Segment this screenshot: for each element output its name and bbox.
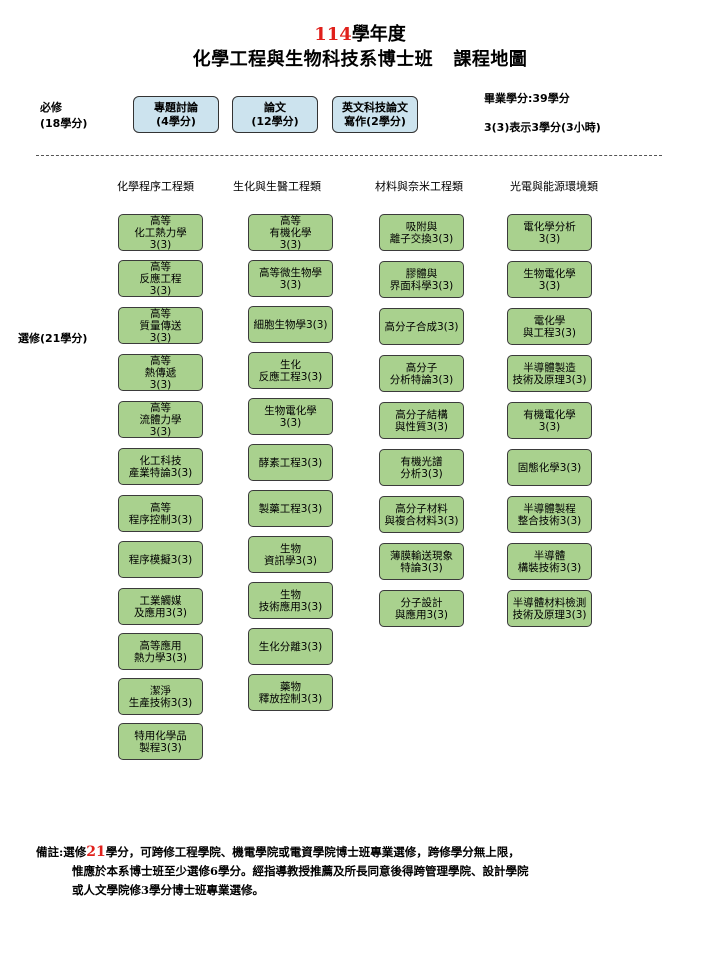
- category-header-materials: 材料與奈米工程類: [375, 180, 463, 193]
- footnote-line-1: 備註:選修21學分，可跨修工程學院、機電學院或電資學院博士班專業選修，跨修學分無…: [36, 843, 716, 862]
- section-divider: [36, 155, 662, 156]
- year-number: 114: [314, 24, 352, 45]
- footnote-line-2: 惟應於本系博士班至少選修6學分。經指導教授推薦及所長同意後得跨管理學院、設計學院: [72, 864, 529, 878]
- course-column-biochem: 高等 有機化學 3(3) 高等微生物學 3(3) 細胞生物學3(3) 生化 反應…: [248, 214, 333, 711]
- course-box[interactable]: 高等 反應工程 3(3): [118, 260, 203, 297]
- course-box[interactable]: 高等 有機化學 3(3): [248, 214, 333, 251]
- course-box[interactable]: 生物電化學 3(3): [507, 261, 592, 298]
- course-box[interactable]: 生化分離3(3): [248, 628, 333, 665]
- course-box[interactable]: 固態化學3(3): [507, 449, 592, 486]
- course-box[interactable]: 特用化學品 製程3(3): [118, 723, 203, 760]
- course-box[interactable]: 高分子材料 與複合材料3(3): [379, 496, 464, 533]
- footnote-line-3: 或人文學院修3學分博士班專業選修。: [72, 883, 264, 897]
- course-box[interactable]: 高等應用 熱力學3(3): [118, 633, 203, 670]
- course-box[interactable]: 高分子合成3(3): [379, 308, 464, 345]
- course-box[interactable]: 高等 流體力學 3(3): [118, 401, 203, 438]
- category-header-process: 化學程序工程類: [117, 180, 194, 193]
- course-box[interactable]: 高分子結構 與性質3(3): [379, 402, 464, 439]
- course-box[interactable]: 高等 質量傳送 3(3): [118, 307, 203, 344]
- required-credits: (18學分): [40, 117, 88, 130]
- course-box[interactable]: 半導體製造 技術及原理3(3): [507, 355, 592, 392]
- footnote: 備註:選修21學分，可跨修工程學院、機電學院或電資學院博士班專業選修，跨修學分無…: [36, 843, 716, 900]
- elective-label: 選修(21學分): [18, 332, 88, 345]
- footnote-line-1-rest: 學分，可跨修工程學院、機電學院或電資學院博士班專業選修，跨修學分無上限，: [105, 845, 520, 859]
- course-box[interactable]: 高分子 分析特論3(3): [379, 355, 464, 392]
- graduation-credits: 畢業學分:39學分: [484, 92, 570, 105]
- course-box[interactable]: 細胞生物學3(3): [248, 306, 333, 343]
- course-box[interactable]: 酵素工程3(3): [248, 444, 333, 481]
- course-box[interactable]: 吸附與 離子交換3(3): [379, 214, 464, 251]
- footnote-highlight: 21: [86, 844, 106, 860]
- required-label: 必修: [40, 101, 62, 114]
- required-course-english-writing[interactable]: 英文科技論文 寫作(2學分): [332, 96, 418, 133]
- course-column-materials: 吸附與 離子交換3(3) 膠體與 界面科學3(3) 高分子合成3(3) 高分子 …: [379, 214, 464, 627]
- required-course-seminar[interactable]: 專題討論 (4學分): [133, 96, 219, 133]
- course-box[interactable]: 程序模擬3(3): [118, 541, 203, 578]
- academic-year-title: 114學年度: [0, 24, 720, 46]
- course-box[interactable]: 藥物 釋放控制3(3): [248, 674, 333, 711]
- course-box[interactable]: 高等微生物學 3(3): [248, 260, 333, 297]
- course-box[interactable]: 有機光譜 分析3(3): [379, 449, 464, 486]
- course-column-process: 高等 化工熱力學 3(3) 高等 反應工程 3(3) 高等 質量傳送 3(3) …: [118, 214, 203, 760]
- course-box[interactable]: 半導體 構裝技術3(3): [507, 543, 592, 580]
- required-course-thesis[interactable]: 論文 (12學分): [232, 96, 318, 133]
- year-suffix: 學年度: [351, 24, 406, 45]
- course-box[interactable]: 化工科技 產業特論3(3): [118, 448, 203, 485]
- course-box[interactable]: 高等 程序控制3(3): [118, 495, 203, 532]
- footnote-prefix: 備註:選修: [36, 845, 87, 859]
- page-title: 化學工程與生物科技系博士班 課程地圖: [192, 49, 528, 70]
- course-box[interactable]: 高等 熱傳遞 3(3): [118, 354, 203, 391]
- category-header-optoelectronic: 光電與能源環境類: [510, 180, 598, 193]
- course-box[interactable]: 工業觸媒 及應用3(3): [118, 588, 203, 625]
- course-box[interactable]: 薄膜輸送現象 特論3(3): [379, 543, 464, 580]
- course-box[interactable]: 高等 化工熱力學 3(3): [118, 214, 203, 251]
- category-header-biochem: 生化與生醫工程類: [233, 180, 321, 193]
- course-box[interactable]: 生物 技術應用3(3): [248, 582, 333, 619]
- credit-notation-legend: 3(3)表示3學分(3小時): [484, 121, 601, 134]
- course-box[interactable]: 電化學 與工程3(3): [507, 308, 592, 345]
- course-box[interactable]: 半導體材料檢測 技術及原理3(3): [507, 590, 592, 627]
- course-box[interactable]: 生化 反應工程3(3): [248, 352, 333, 389]
- course-box[interactable]: 分子設計 與應用3(3): [379, 590, 464, 627]
- course-box[interactable]: 有機電化學 3(3): [507, 402, 592, 439]
- course-box[interactable]: 潔淨 生產技術3(3): [118, 678, 203, 715]
- course-box[interactable]: 電化學分析 3(3): [507, 214, 592, 251]
- course-box[interactable]: 半導體製程 整合技術3(3): [507, 496, 592, 533]
- course-column-optoelectronic: 電化學分析 3(3) 生物電化學 3(3) 電化學 與工程3(3) 半導體製造 …: [507, 214, 592, 627]
- course-box[interactable]: 生物電化學 3(3): [248, 398, 333, 435]
- course-box[interactable]: 生物 資訊學3(3): [248, 536, 333, 573]
- course-box[interactable]: 製藥工程3(3): [248, 490, 333, 527]
- course-box[interactable]: 膠體與 界面科學3(3): [379, 261, 464, 298]
